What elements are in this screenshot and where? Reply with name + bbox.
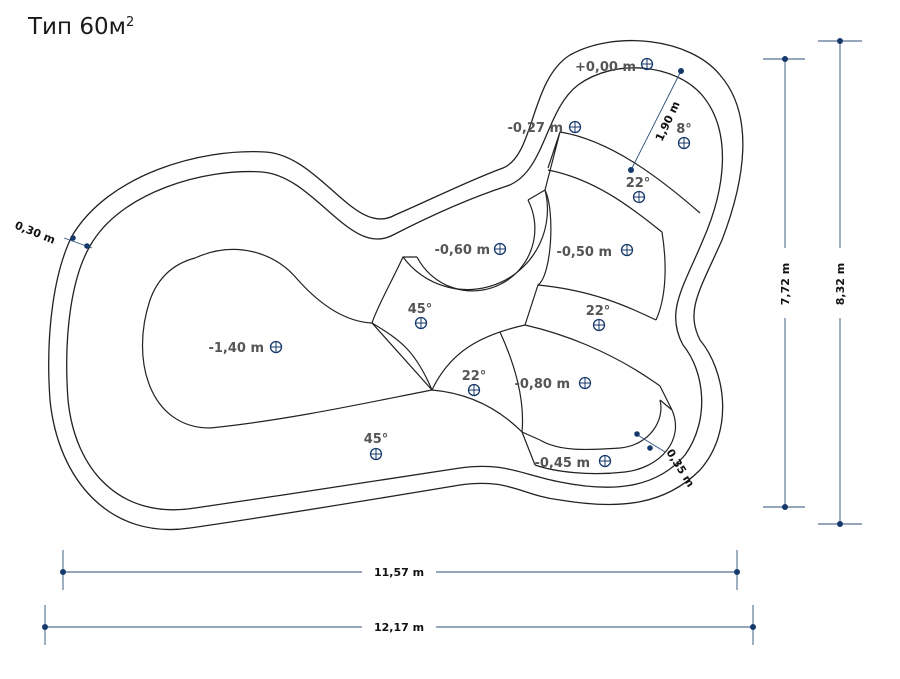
pool-outer-outline xyxy=(48,40,744,531)
outer-width-dot xyxy=(42,624,48,630)
wall-left-dot xyxy=(70,235,76,241)
marker-crosshair-icon xyxy=(592,318,606,332)
wall-left-label: 0,30 m xyxy=(13,219,57,247)
depth-label-045: -0,45 m xyxy=(534,456,590,471)
inner-height-label: 7,72 m xyxy=(779,263,792,305)
lower-step-ends xyxy=(521,385,673,466)
inner-width-dot xyxy=(60,569,66,575)
deep-end-floor xyxy=(142,248,434,429)
radius-end-dot xyxy=(678,68,684,74)
outer-height-label: 8,32 m xyxy=(834,263,847,305)
wall-left-dot xyxy=(84,243,90,249)
upper-step-outer-arc xyxy=(402,189,549,291)
depth-label-027: -0,27 m xyxy=(507,121,563,136)
depth-label-080: -0,80 m xyxy=(514,377,570,392)
wall-right-dot xyxy=(647,445,653,451)
radius-end-dot xyxy=(628,167,634,173)
upper-step-ends xyxy=(371,189,546,324)
marker-crosshair-icon xyxy=(578,376,592,390)
depth-label-000: +0,00 m xyxy=(575,60,636,75)
inner-height-dot xyxy=(782,56,788,62)
radius-line xyxy=(630,70,682,171)
depth-label-050: -0,50 m xyxy=(556,245,612,260)
marker-crosshair-icon xyxy=(620,243,634,257)
outer-width-dot xyxy=(750,624,756,630)
depth-label-060: -0,60 m xyxy=(434,243,490,258)
angle-label-22-mid: 22° xyxy=(462,369,487,384)
marker-crosshair-icon xyxy=(269,340,283,354)
wall-right-tick xyxy=(635,433,666,453)
marker-crosshair-icon xyxy=(369,447,383,461)
angle-label-45-bottom: 45° xyxy=(364,432,389,447)
pool-inner-outline xyxy=(66,67,724,511)
marker-crosshair-icon xyxy=(598,454,612,468)
wall-right-label: 0,35 m xyxy=(663,447,697,490)
inner-height-dot xyxy=(782,504,788,510)
drawing-title: Тип 60м2 xyxy=(28,14,135,40)
angle-label-45-mid: 45° xyxy=(408,302,433,317)
inner-width-label: 11,57 m xyxy=(374,566,424,579)
marker-crosshair-icon xyxy=(640,57,654,71)
outer-height-dot xyxy=(837,38,843,44)
upper-step-inner-arc xyxy=(416,199,536,292)
depth-label-140: -1,40 m xyxy=(208,341,264,356)
marker-crosshair-icon xyxy=(414,316,428,330)
angle-label-8: 8° xyxy=(676,122,692,137)
angle-label-22-top: 22° xyxy=(626,176,651,191)
marker-crosshair-icon xyxy=(467,383,481,397)
lower-step-outer-arc xyxy=(534,409,677,475)
marker-crosshair-icon xyxy=(493,242,507,256)
lower-step-inner-arc xyxy=(539,399,662,451)
marker-crosshair-icon xyxy=(632,190,646,204)
section-lines xyxy=(371,131,701,433)
outer-height-dot xyxy=(837,521,843,527)
wall-right-dot xyxy=(634,431,640,437)
angle-label-22-right: 22° xyxy=(586,304,611,319)
marker-crosshair-icon xyxy=(568,120,582,134)
inner-width-dot xyxy=(734,569,740,575)
outer-width-label: 12,17 m xyxy=(374,621,424,634)
marker-crosshair-icon xyxy=(677,136,691,150)
